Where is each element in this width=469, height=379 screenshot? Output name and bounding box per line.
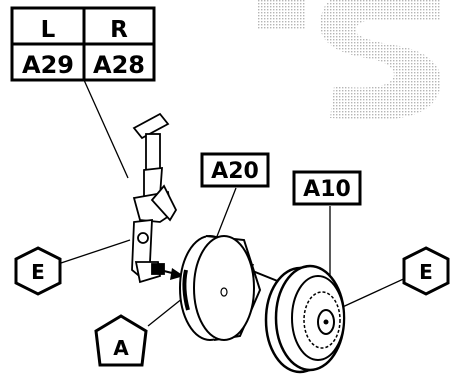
table-value-right: A28 [93, 51, 145, 79]
callout-a10-label: A10 [303, 177, 351, 202]
callout-a20-label: A20 [211, 159, 259, 184]
callout-a10: A10 [292, 170, 362, 206]
table-header-left: L [41, 17, 56, 43]
pentagon-tag-hub-label: A [113, 336, 129, 360]
table-header-right: R [110, 17, 128, 43]
hex-tag-strut-label: E [31, 260, 45, 284]
pentagon-tag-hub: A [94, 314, 148, 367]
strut-assembly [131, 112, 178, 284]
hex-tag-wheel: E [402, 246, 450, 296]
hex-tag-wheel-label: E [419, 260, 433, 284]
callout-a20: A20 [200, 152, 270, 188]
part-number-table: L R A29 A28 [10, 6, 156, 82]
hex-tag-strut: E [14, 246, 62, 296]
table-value-left: A29 [22, 51, 74, 79]
brake-rotor [179, 235, 262, 341]
background-numeral-graphic [258, 0, 441, 120]
wheel-tire [264, 264, 346, 374]
